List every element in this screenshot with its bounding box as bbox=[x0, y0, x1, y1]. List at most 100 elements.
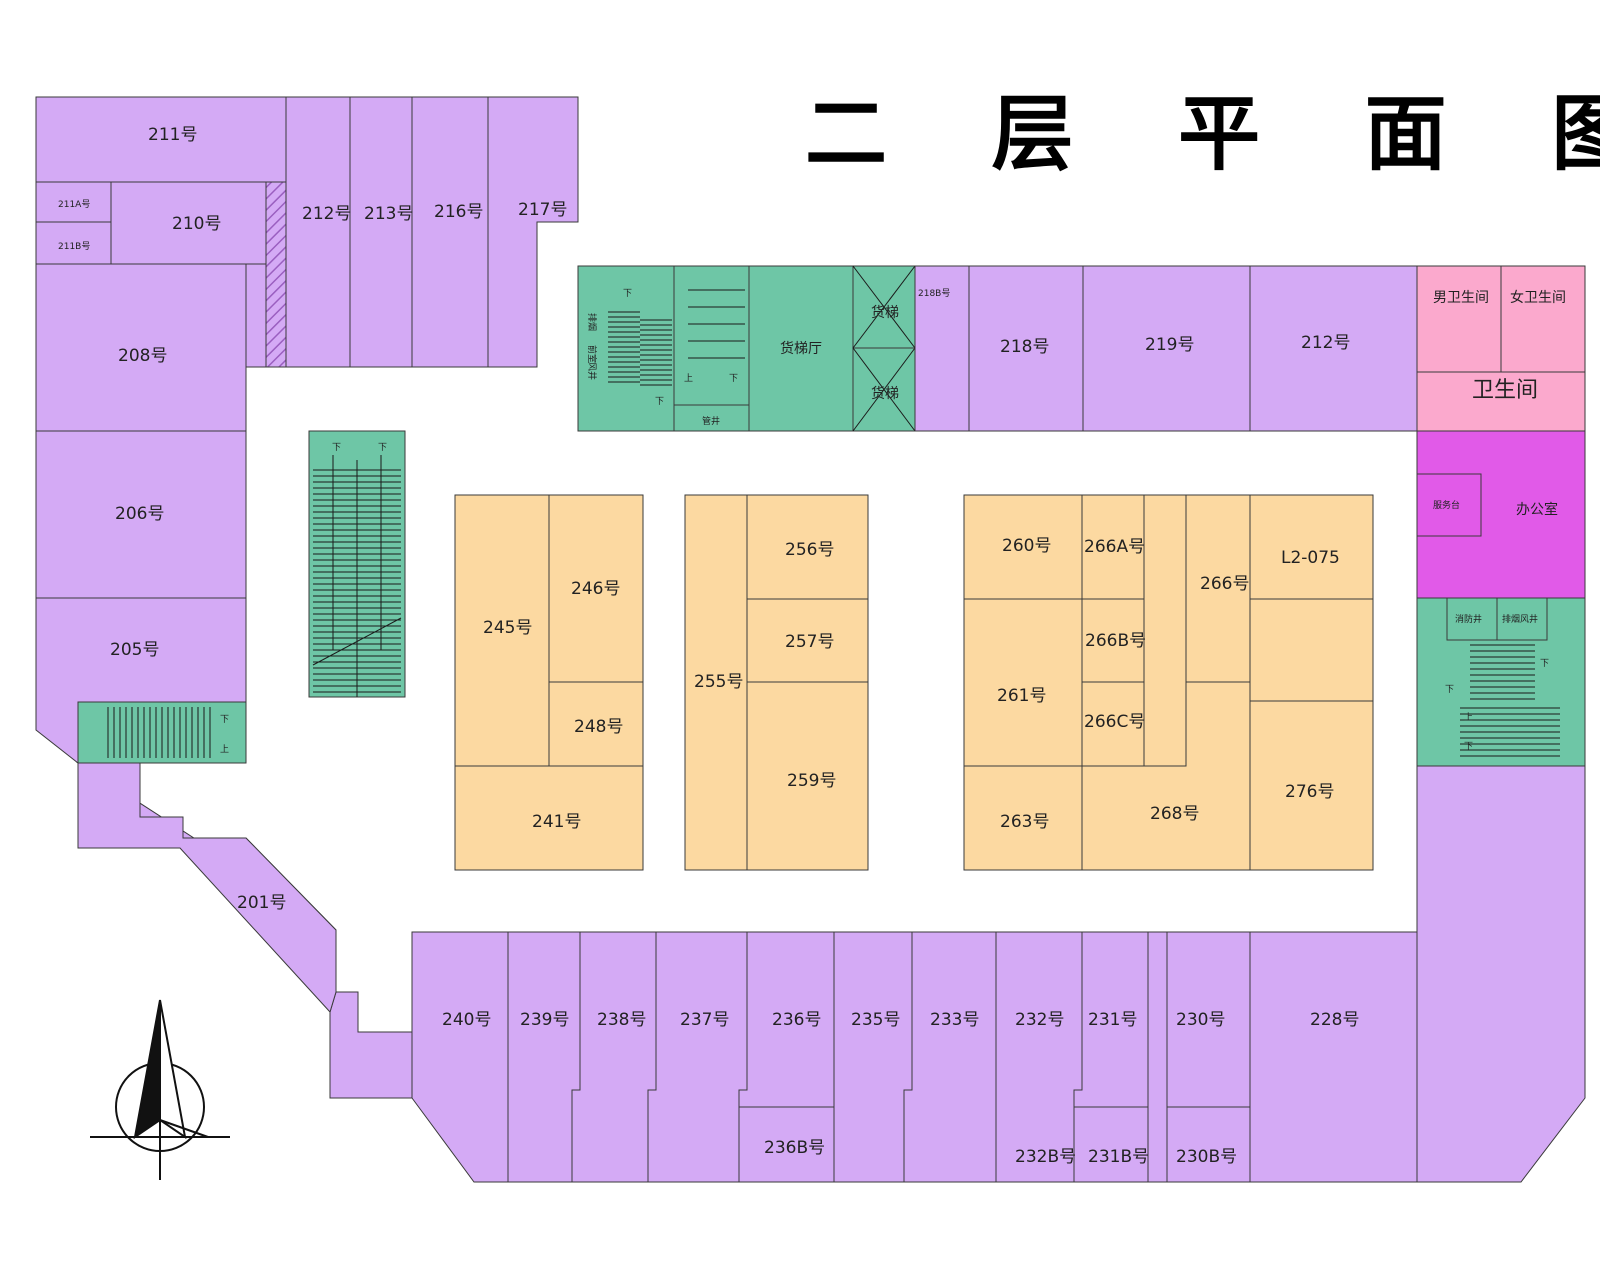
svg-text:下: 下 bbox=[332, 443, 341, 453]
northwest-block bbox=[35, 96, 579, 1099]
unit-east-corner[interactable] bbox=[1416, 765, 1586, 1183]
unit-211a[interactable] bbox=[35, 181, 112, 223]
unit-233[interactable] bbox=[903, 931, 997, 1183]
unit-237[interactable] bbox=[647, 931, 748, 1183]
freight-hall[interactable] bbox=[748, 265, 854, 432]
unit-239[interactable] bbox=[507, 931, 581, 1183]
northeast-shops bbox=[914, 265, 1418, 432]
corridor-230 bbox=[1147, 931, 1168, 1183]
svg-text:下: 下 bbox=[378, 443, 387, 453]
unit-218b[interactable] bbox=[914, 265, 970, 432]
svg-text:219号: 219号 bbox=[1145, 335, 1194, 355]
svg-text:218号: 218号 bbox=[1000, 337, 1049, 357]
unit-212-east[interactable] bbox=[1249, 265, 1418, 432]
male-toilet[interactable] bbox=[1416, 265, 1502, 373]
unit-211[interactable] bbox=[35, 96, 287, 183]
svg-text:上: 上 bbox=[1464, 712, 1473, 723]
unit-231b[interactable] bbox=[1073, 1106, 1149, 1183]
unit-208[interactable] bbox=[35, 263, 247, 432]
service-desk[interactable] bbox=[1416, 473, 1482, 537]
unit-266b[interactable] bbox=[1081, 598, 1145, 683]
svg-text:218B号: 218B号 bbox=[918, 288, 950, 299]
svg-text:236号: 236号 bbox=[772, 1010, 821, 1030]
unit-266c[interactable] bbox=[1081, 681, 1145, 767]
unit-230[interactable] bbox=[1166, 931, 1251, 1108]
svg-text:男卫生间: 男卫生间 bbox=[1433, 290, 1489, 306]
unit-228[interactable] bbox=[1249, 931, 1418, 1183]
svg-text:268号: 268号 bbox=[1150, 804, 1199, 824]
unit-l2-075[interactable] bbox=[1249, 494, 1374, 600]
svg-text:208号: 208号 bbox=[118, 346, 167, 366]
svg-text:266号: 266号 bbox=[1200, 574, 1249, 594]
svg-text:女卫生间: 女卫生间 bbox=[1510, 289, 1566, 306]
svg-text:232B号: 232B号 bbox=[1015, 1147, 1076, 1167]
svg-text:231号: 231号 bbox=[1088, 1010, 1137, 1030]
southwest-stair: 下 上 bbox=[77, 701, 247, 764]
svg-text:239号: 239号 bbox=[520, 1010, 569, 1030]
unit-232[interactable] bbox=[995, 931, 1083, 1183]
central-escalator-stair: 下 下 bbox=[308, 430, 406, 698]
svg-text:266C号: 266C号 bbox=[1084, 712, 1145, 732]
svg-text:230B号: 230B号 bbox=[1176, 1147, 1237, 1167]
svg-text:237号: 237号 bbox=[680, 1010, 729, 1030]
unit-255[interactable] bbox=[684, 494, 748, 871]
unit-219[interactable] bbox=[1082, 265, 1251, 432]
svg-text:201号: 201号 bbox=[237, 893, 286, 913]
unit-206[interactable] bbox=[35, 430, 247, 599]
svg-text:246号: 246号 bbox=[571, 579, 620, 599]
svg-text:248号: 248号 bbox=[574, 717, 623, 737]
unit-241[interactable] bbox=[454, 765, 644, 871]
unit-238[interactable] bbox=[571, 931, 657, 1183]
toilet-lobby[interactable] bbox=[1416, 371, 1586, 432]
svg-text:257号: 257号 bbox=[785, 632, 834, 652]
unit-210[interactable] bbox=[110, 181, 267, 265]
svg-text:216号: 216号 bbox=[434, 202, 483, 222]
svg-text:下: 下 bbox=[655, 397, 664, 407]
svg-text:风井: 风井 bbox=[586, 362, 598, 380]
unit-276[interactable] bbox=[1249, 700, 1374, 871]
unit-218[interactable] bbox=[968, 265, 1084, 432]
corridor-266 bbox=[1143, 494, 1187, 767]
svg-text:266A号: 266A号 bbox=[1084, 537, 1145, 557]
corridor-strip bbox=[245, 263, 267, 368]
svg-text:212号: 212号 bbox=[302, 204, 351, 224]
svg-text:排烟: 排烟 bbox=[586, 313, 598, 331]
north-core: 排烟 前室 风井 下 下 上 下 管井 货梯厅 货梯 货梯 bbox=[577, 265, 916, 432]
unit-256[interactable] bbox=[746, 494, 869, 600]
unit-235[interactable] bbox=[833, 931, 913, 1183]
svg-text:前室: 前室 bbox=[586, 345, 598, 363]
unit-l2-075-b[interactable] bbox=[1249, 598, 1374, 702]
unit-257[interactable] bbox=[746, 598, 869, 683]
unit-245[interactable] bbox=[454, 494, 550, 767]
svg-text:263号: 263号 bbox=[1000, 812, 1049, 832]
svg-text:256号: 256号 bbox=[785, 540, 834, 560]
svg-text:232号: 232号 bbox=[1015, 1010, 1064, 1030]
svg-text:L2-075: L2-075 bbox=[1281, 548, 1340, 568]
svg-text:231B号: 231B号 bbox=[1088, 1147, 1149, 1167]
center-island-b bbox=[684, 494, 869, 871]
unit-268[interactable] bbox=[1081, 681, 1251, 871]
unit-246[interactable] bbox=[548, 494, 644, 683]
svg-text:228号: 228号 bbox=[1310, 1010, 1359, 1030]
unit-216[interactable] bbox=[411, 96, 489, 368]
unit-261[interactable] bbox=[963, 598, 1083, 767]
svg-text:货梯: 货梯 bbox=[871, 304, 899, 321]
unit-201[interactable] bbox=[77, 762, 337, 1013]
svg-text:下: 下 bbox=[1540, 659, 1549, 669]
unit-212[interactable] bbox=[285, 96, 351, 368]
unit-259[interactable] bbox=[746, 681, 869, 871]
unit-211b[interactable] bbox=[35, 221, 112, 265]
female-toilet[interactable] bbox=[1500, 265, 1586, 373]
svg-text:276号: 276号 bbox=[1285, 782, 1334, 802]
svg-text:245号: 245号 bbox=[483, 618, 532, 638]
unit-240[interactable] bbox=[411, 931, 509, 1183]
unit-213[interactable] bbox=[349, 96, 413, 368]
hatched-shaft bbox=[265, 181, 287, 368]
svg-text:211B号: 211B号 bbox=[58, 241, 90, 252]
unit-230b[interactable] bbox=[1166, 1106, 1251, 1183]
unit-266a[interactable] bbox=[1081, 494, 1145, 600]
unit-248[interactable] bbox=[548, 681, 644, 767]
unit-260[interactable] bbox=[963, 494, 1083, 600]
unit-217[interactable] bbox=[487, 96, 579, 368]
